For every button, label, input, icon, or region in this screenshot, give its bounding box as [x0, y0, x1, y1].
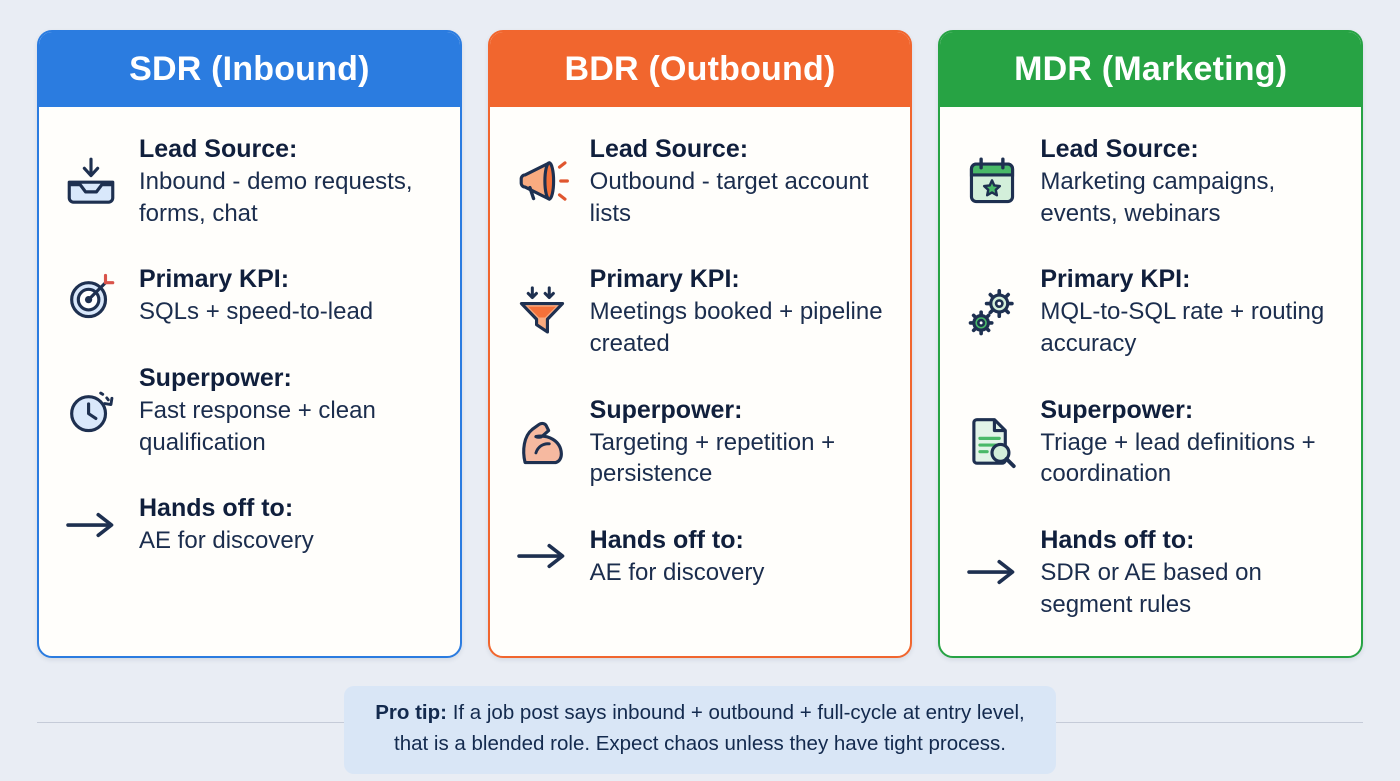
row-label: Primary KPI:: [1040, 265, 1191, 294]
row-text: Hands off to: AE for discovery: [590, 524, 765, 589]
row-text: Primary KPI: SQLs + speed-to-lead: [139, 263, 373, 328]
row-primary-kpi: Primary KPI: Meetings booked + pipeline …: [510, 263, 891, 359]
row-primary-kpi: Primary KPI: SQLs + speed-to-lead: [59, 263, 440, 328]
row-lead-source: Lead Source: Outbound - target account l…: [510, 133, 891, 229]
row-label: Hands off to:: [589, 526, 744, 555]
row-lead-source: Lead Source: Inbound - demo requests, fo…: [59, 133, 440, 229]
arrow-right-icon: [59, 496, 123, 554]
card-title: MDR (Marketing): [1014, 50, 1288, 88]
row-value: SQLs + speed-to-lead: [139, 298, 374, 326]
calendar-star-icon: [960, 152, 1024, 210]
comparison-board: SDR (Inbound) Lead Source: Inbound - dem…: [37, 30, 1364, 658]
row-label: Superpower:: [589, 395, 743, 424]
funnel-icon: [510, 283, 574, 341]
megaphone-icon: [510, 152, 574, 210]
row-text: Primary KPI: Meetings booked + pipeline …: [590, 263, 891, 359]
footer: Pro tip: If a job post says inbound + ou…: [0, 686, 1400, 781]
card-title: BDR (Outbound): [564, 50, 836, 88]
row-hands-off: Hands off to: SDR or AE based on segment…: [960, 524, 1341, 620]
row-value: MQL-to-SQL rate + routing accuracy: [1040, 298, 1325, 358]
row-text: Lead Source: Outbound - target account l…: [590, 133, 891, 229]
row-value: AE for discovery: [589, 559, 765, 587]
row-value: SDR or AE based on segment rules: [1040, 559, 1262, 618]
target-icon: [59, 267, 123, 325]
row-label: Superpower:: [1040, 395, 1194, 424]
card-title: SDR (Inbound): [129, 50, 370, 88]
row-text: Primary KPI: MQL-to-SQL rate + routing a…: [1040, 263, 1341, 359]
row-superpower: Superpower: Fast response + clean qualif…: [59, 362, 440, 458]
pro-tip-label: Pro tip:: [375, 701, 447, 724]
row-label: Primary KPI:: [589, 265, 740, 294]
pro-tip-box: Pro tip: If a job post says inbound + ou…: [344, 686, 1056, 774]
row-primary-kpi: Primary KPI: MQL-to-SQL rate + routing a…: [960, 263, 1341, 359]
row-value: Inbound - demo requests, forms, chat: [139, 168, 413, 227]
row-label: Lead Source:: [589, 135, 749, 163]
card-header-bdr: BDR (Outbound): [489, 32, 911, 107]
row-superpower: Superpower: Triage + lead definitions + …: [960, 394, 1341, 490]
bicep-icon: [510, 413, 574, 471]
row-value: Fast response + clean qualification: [139, 397, 376, 456]
row-value: AE for discovery: [139, 527, 314, 555]
row-text: Superpower: Targeting + repetition + per…: [590, 394, 891, 490]
gears-icon: [960, 283, 1024, 341]
card-header-sdr: SDR (Inbound): [39, 32, 460, 107]
pro-tip-text: If a job post says inbound + outbound + …: [394, 701, 1025, 755]
card-body-mdr: Lead Source: Marketing campaigns, events…: [940, 107, 1361, 620]
row-text: Hands off to: AE for discovery: [139, 492, 314, 557]
row-text: Lead Source: Inbound - demo requests, fo…: [139, 133, 440, 229]
row-label: Hands off to:: [139, 494, 294, 523]
clock-icon: [59, 381, 123, 439]
row-text: Hands off to: SDR or AE based on segment…: [1040, 524, 1341, 620]
row-text: Superpower: Triage + lead definitions + …: [1040, 394, 1341, 490]
row-lead-source: Lead Source: Marketing campaigns, events…: [960, 133, 1341, 229]
row-value: Marketing campaigns, events, webinars: [1040, 168, 1276, 227]
row-hands-off: Hands off to: AE for discovery: [510, 524, 891, 589]
row-label: Hands off to:: [1040, 526, 1195, 555]
card-header-mdr: MDR (Marketing): [940, 32, 1362, 107]
card-bdr-outbound: BDR (Outbound) Lead Source: Outbound - t…: [487, 30, 913, 658]
arrow-right-icon: [960, 543, 1024, 601]
row-label: Lead Source:: [139, 135, 298, 163]
card-body-sdr: Lead Source: Inbound - demo requests, fo…: [39, 107, 460, 557]
row-value: Meetings booked + pipeline created: [589, 298, 883, 358]
row-text: Superpower: Fast response + clean qualif…: [139, 362, 440, 458]
row-value: Triage + lead definitions + coordination: [1040, 428, 1316, 488]
row-label: Superpower:: [139, 364, 292, 393]
row-label: Primary KPI:: [139, 265, 290, 294]
row-label: Lead Source:: [1040, 135, 1199, 163]
row-hands-off: Hands off to: AE for discovery: [59, 492, 440, 557]
card-body-bdr: Lead Source: Outbound - target account l…: [490, 107, 911, 589]
row-text: Lead Source: Marketing campaigns, events…: [1040, 133, 1341, 229]
document-search-icon: [960, 413, 1024, 471]
row-superpower: Superpower: Targeting + repetition + per…: [510, 394, 891, 490]
inbox-tray-icon: [59, 152, 123, 210]
card-sdr-inbound: SDR (Inbound) Lead Source: Inbound - dem…: [37, 30, 462, 658]
arrow-right-icon: [510, 527, 574, 585]
row-value: Outbound - target account lists: [589, 168, 869, 227]
card-mdr-marketing: MDR (Marketing) Lead Source: Marketing c…: [938, 30, 1364, 658]
row-value: Targeting + repetition + persistence: [589, 428, 836, 488]
